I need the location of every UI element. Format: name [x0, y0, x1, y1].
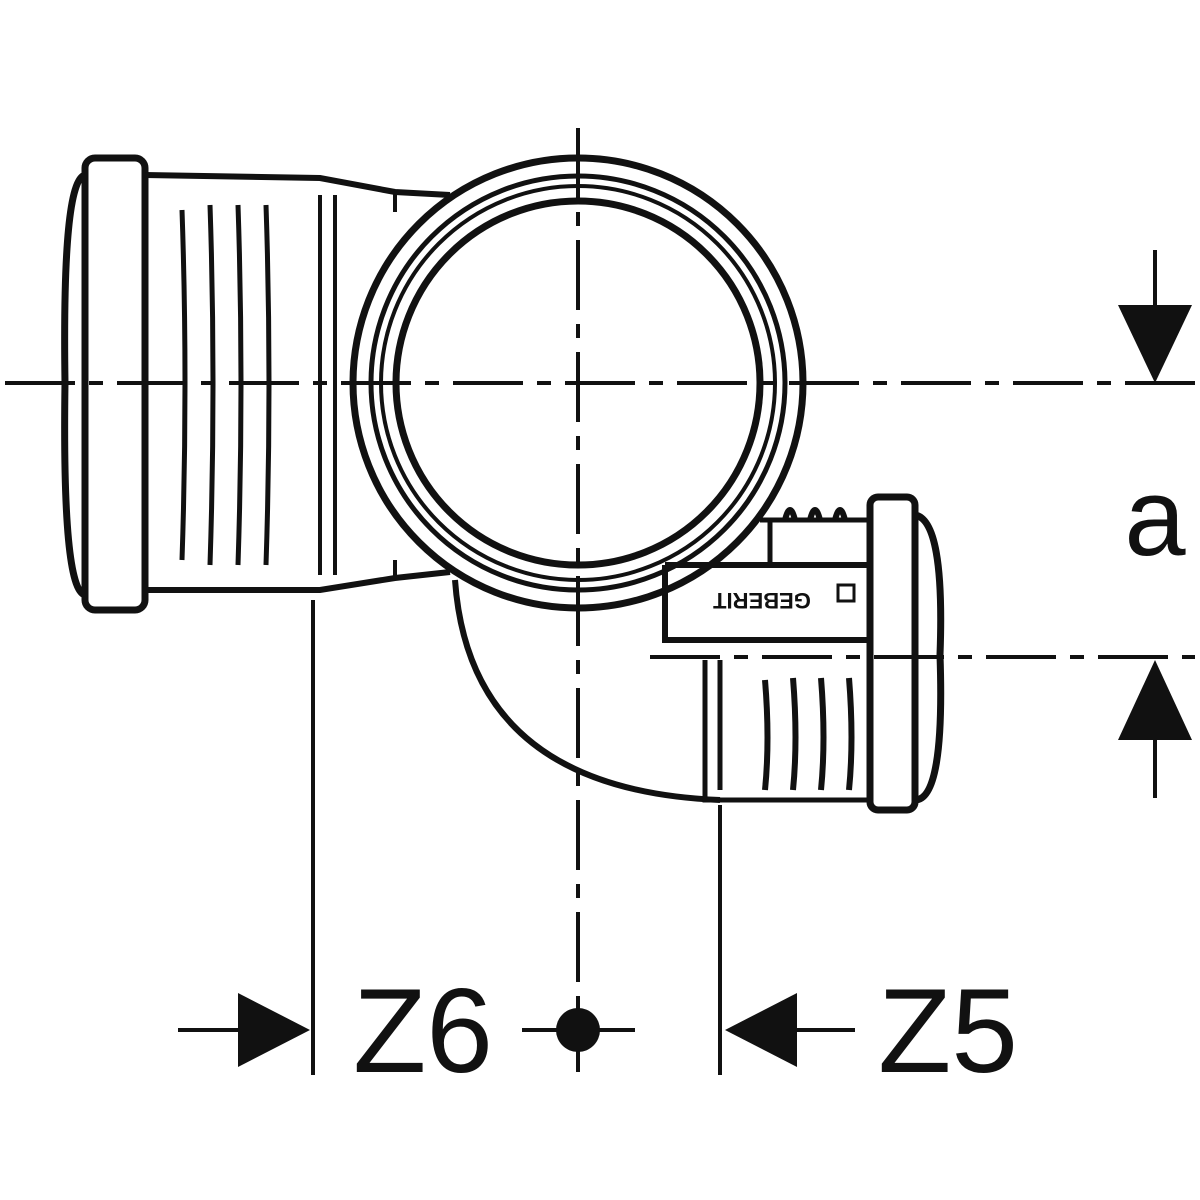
elbow-body — [452, 579, 721, 803]
arrow-down-icon — [1118, 305, 1192, 383]
right-socket — [662, 493, 945, 814]
arrow-left-icon — [725, 993, 797, 1067]
vertical-socket-ring — [349, 154, 807, 612]
left-socket — [61, 154, 451, 614]
dimension-label-z6: Z6 — [353, 964, 493, 1098]
arrow-up-icon — [1118, 660, 1192, 740]
arrow-right-icon — [238, 993, 310, 1067]
center-point-icon — [556, 1008, 600, 1052]
dimension-label-a: a — [1124, 456, 1186, 579]
geberit-logo: GEBERIT — [713, 588, 811, 613]
dimension-label-z5: Z5 — [878, 964, 1018, 1098]
